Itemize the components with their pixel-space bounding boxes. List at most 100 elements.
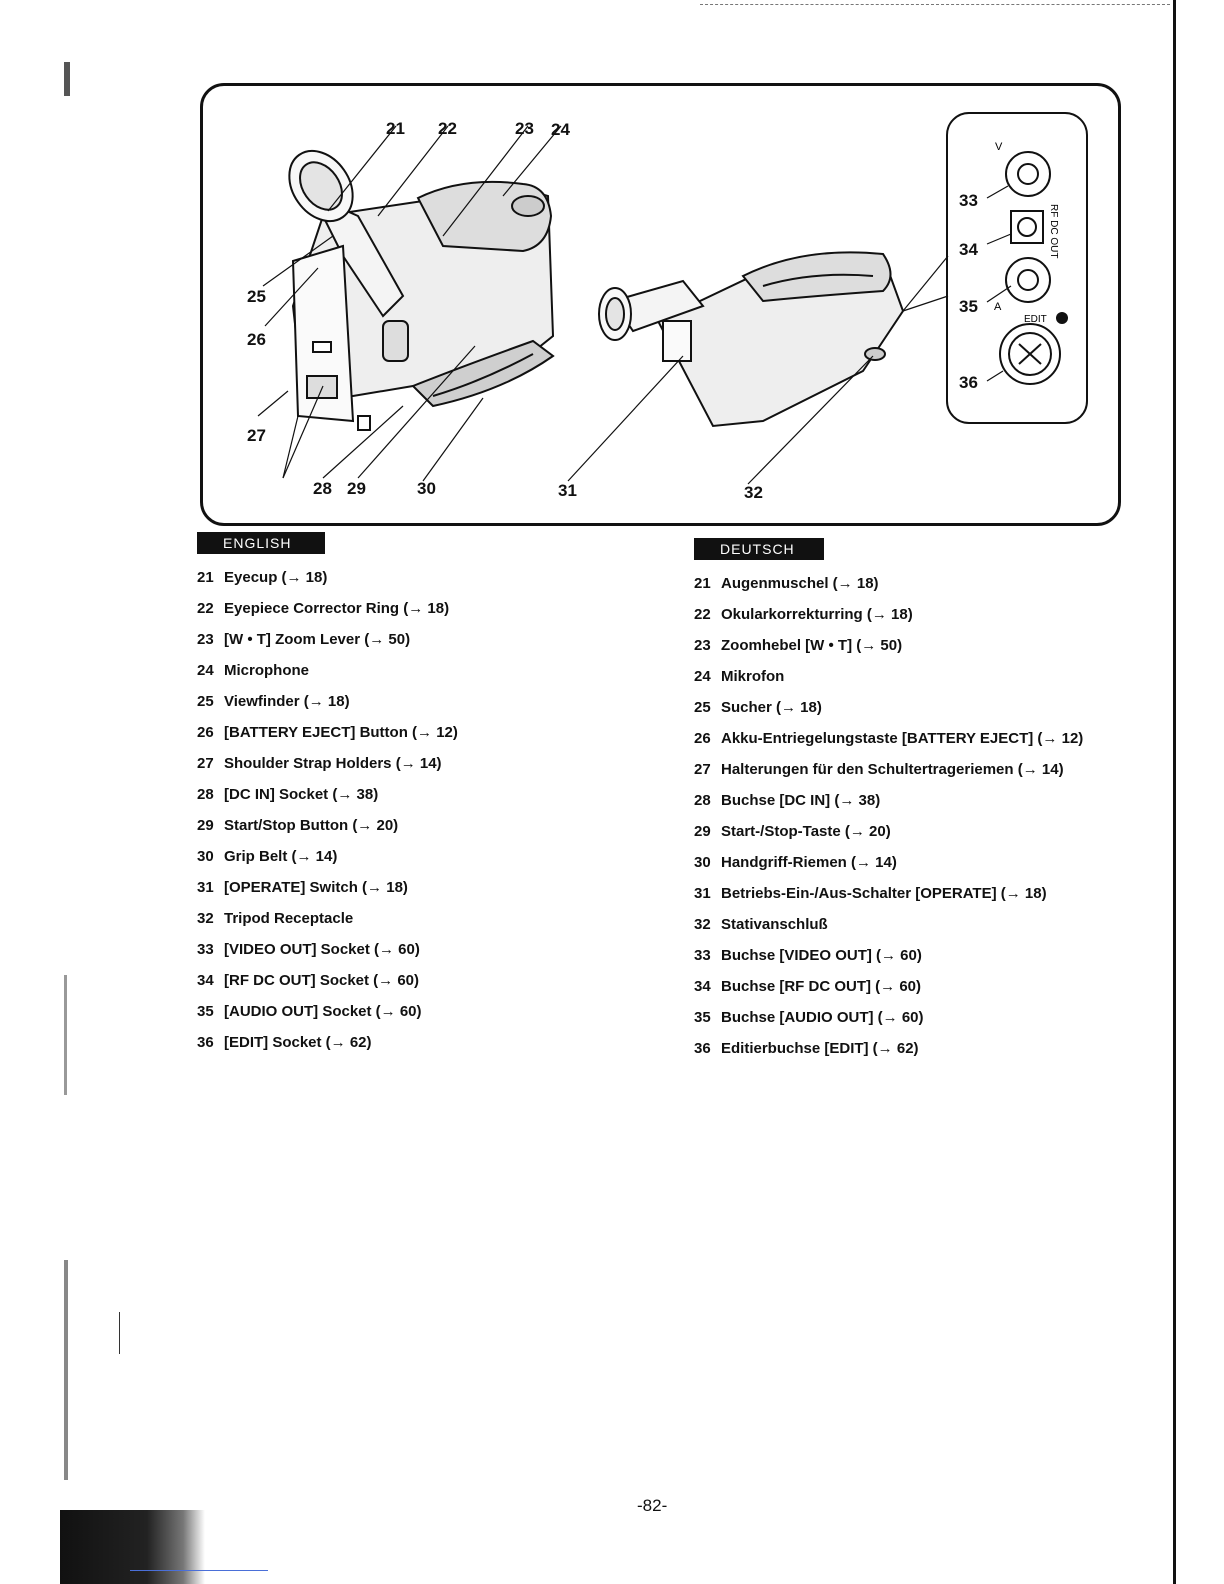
item-text: Mikrofon bbox=[721, 668, 785, 685]
item-text: Akku-Entriegelungstaste [BATTERY EJECT] … bbox=[721, 730, 1084, 747]
item-text: [EDIT] Socket (→ 62) bbox=[224, 1034, 372, 1051]
scan-dark-corner bbox=[60, 1510, 205, 1584]
item-number: 35 bbox=[694, 1009, 711, 1026]
item-number: 32 bbox=[197, 910, 214, 927]
item-number: 23 bbox=[197, 631, 214, 648]
item-number: 32 bbox=[694, 916, 711, 933]
socket-panel: V A EDIT RF DC OUT bbox=[946, 112, 1088, 424]
item-number: 29 bbox=[694, 823, 711, 840]
callout-29: 29 bbox=[347, 479, 366, 498]
item-text: Okularkorrekturring (→ 18) bbox=[721, 606, 913, 623]
item-text: Eyepiece Corrector Ring (→ 18) bbox=[224, 600, 450, 617]
callout-28: 28 bbox=[313, 479, 332, 498]
item-number: 24 bbox=[694, 668, 711, 685]
panel-label-a: A bbox=[994, 301, 1002, 313]
list-item: 24 Microphone bbox=[197, 662, 657, 680]
rf-dc-out-socket-icon bbox=[1010, 210, 1044, 244]
list-item: 23 Zoomhebel [W • T] (→ 50) bbox=[694, 637, 1094, 655]
scan-speck bbox=[64, 62, 70, 96]
item-number: 31 bbox=[197, 879, 214, 896]
item-number: 21 bbox=[694, 575, 711, 592]
item-text: Editierbuchse [EDIT] (→ 62) bbox=[721, 1040, 919, 1057]
item-text: Augenmuschel (→ 18) bbox=[721, 575, 879, 592]
camcorder-illustration: V A EDIT RF DC OUT bbox=[247, 112, 1088, 502]
scan-underline bbox=[130, 1570, 268, 1571]
item-number: 27 bbox=[694, 761, 711, 778]
item-text: [RF DC OUT] Socket (→ 60) bbox=[224, 972, 420, 989]
callout-32: 32 bbox=[744, 483, 763, 502]
list-item: 25 Viewfinder (→ 18) bbox=[197, 693, 657, 711]
list-item: 31 Betriebs-Ein-/Aus-Schalter [OPERATE] (… bbox=[694, 885, 1094, 903]
item-text: Start-/Stop-Taste (→ 20) bbox=[721, 823, 891, 840]
list-item: 29 Start-/Stop-Taste (→ 20) bbox=[694, 823, 1094, 841]
list-item: 24 Mikrofon bbox=[694, 668, 1094, 686]
list-item: 26[BATTERY EJECT] Button (→ 12) bbox=[197, 724, 657, 742]
item-text: [DC IN] Socket (→ 38) bbox=[224, 786, 379, 803]
item-number: 24 bbox=[197, 662, 214, 679]
item-text: Betriebs-Ein-/Aus-Schalter [OPERATE] (→ … bbox=[721, 885, 1047, 902]
scan-speck bbox=[64, 1260, 68, 1480]
item-text: Buchse [RF DC OUT] (→ 60) bbox=[721, 978, 922, 995]
item-number: 25 bbox=[197, 693, 214, 710]
item-text: Shoulder Strap Holders (→ 14) bbox=[224, 755, 442, 772]
camcorder-side-view bbox=[598, 251, 905, 428]
callout-21: 21 bbox=[386, 119, 405, 138]
item-number: 36 bbox=[694, 1040, 711, 1057]
item-number: 33 bbox=[694, 947, 711, 964]
item-text: Buchse [VIDEO OUT] (→ 60) bbox=[721, 947, 922, 964]
list-item: 31 [OPERATE] Switch (→ 18) bbox=[197, 879, 657, 897]
edit-f-mark-icon bbox=[1056, 312, 1068, 324]
item-text: Buchse [AUDIO OUT] (→ 60) bbox=[721, 1009, 924, 1026]
list-item: 27 Shoulder Strap Holders (→ 14) bbox=[197, 755, 657, 773]
item-text: Viewfinder (→ 18) bbox=[224, 693, 350, 710]
list-item: 32 Stativanschluß bbox=[694, 916, 1094, 934]
item-number: 28 bbox=[694, 792, 711, 809]
item-number: 31 bbox=[694, 885, 711, 902]
camcorder-front-view bbox=[288, 149, 555, 431]
item-number: 33 bbox=[197, 941, 214, 958]
item-text: Start/Stop Button (→ 20) bbox=[224, 817, 399, 834]
list-item: 33 Buchse [VIDEO OUT] (→ 60) bbox=[694, 947, 1094, 965]
callout-numbers: 21 22 23 24 25 26 27 28 29 30 31 32 33 3… bbox=[247, 119, 978, 502]
item-number: 27 bbox=[197, 755, 214, 772]
page-number: -82- bbox=[637, 1496, 668, 1515]
list-item: 28[DC IN] Socket (→ 38) bbox=[197, 786, 657, 804]
item-number: 26 bbox=[694, 730, 711, 747]
callout-34: 34 bbox=[959, 240, 978, 259]
item-number: 21 bbox=[197, 569, 214, 586]
item-text: Stativanschluß bbox=[721, 916, 828, 933]
panel-label-edit: EDIT bbox=[1024, 314, 1047, 325]
item-number: 23 bbox=[694, 637, 711, 654]
camcorder-diagram: V A EDIT RF DC OUT bbox=[200, 83, 1121, 526]
item-text: Microphone bbox=[224, 662, 309, 679]
item-number: 25 bbox=[694, 699, 711, 716]
list-item: 21 Augenmuschel (→ 18) bbox=[694, 575, 1094, 593]
deutsch-section-tag: DEUTSCH bbox=[694, 538, 824, 560]
leader-lines bbox=[257, 125, 1012, 485]
list-item: 26 Akku-Entriegelungstaste [BATTERY EJECT… bbox=[694, 730, 1094, 748]
item-number: 30 bbox=[197, 848, 214, 865]
item-text: Eyecup (→ 18) bbox=[224, 569, 328, 586]
scan-mark bbox=[119, 1312, 120, 1354]
callout-22: 22 bbox=[438, 119, 457, 138]
callout-24: 24 bbox=[551, 120, 570, 139]
item-number: 36 bbox=[197, 1034, 214, 1051]
item-number: 29 bbox=[197, 817, 214, 834]
list-item: 21 Eyecup (→ 18) bbox=[197, 569, 657, 587]
english-section-tag: ENGLISH bbox=[197, 532, 325, 554]
item-text: [AUDIO OUT] Socket (→ 60) bbox=[224, 1003, 422, 1020]
item-text: [OPERATE] Switch (→ 18) bbox=[224, 879, 408, 896]
callout-25: 25 bbox=[247, 287, 266, 306]
top-dashed-rule bbox=[700, 4, 1170, 6]
item-number: 35 bbox=[197, 1003, 214, 1020]
item-text: Zoomhebel [W • T] (→ 50) bbox=[721, 637, 903, 654]
list-item: 35 [AUDIO OUT] Socket (→ 60) bbox=[197, 1003, 657, 1021]
list-item: 33[VIDEO OUT] Socket (→ 60) bbox=[197, 941, 657, 959]
